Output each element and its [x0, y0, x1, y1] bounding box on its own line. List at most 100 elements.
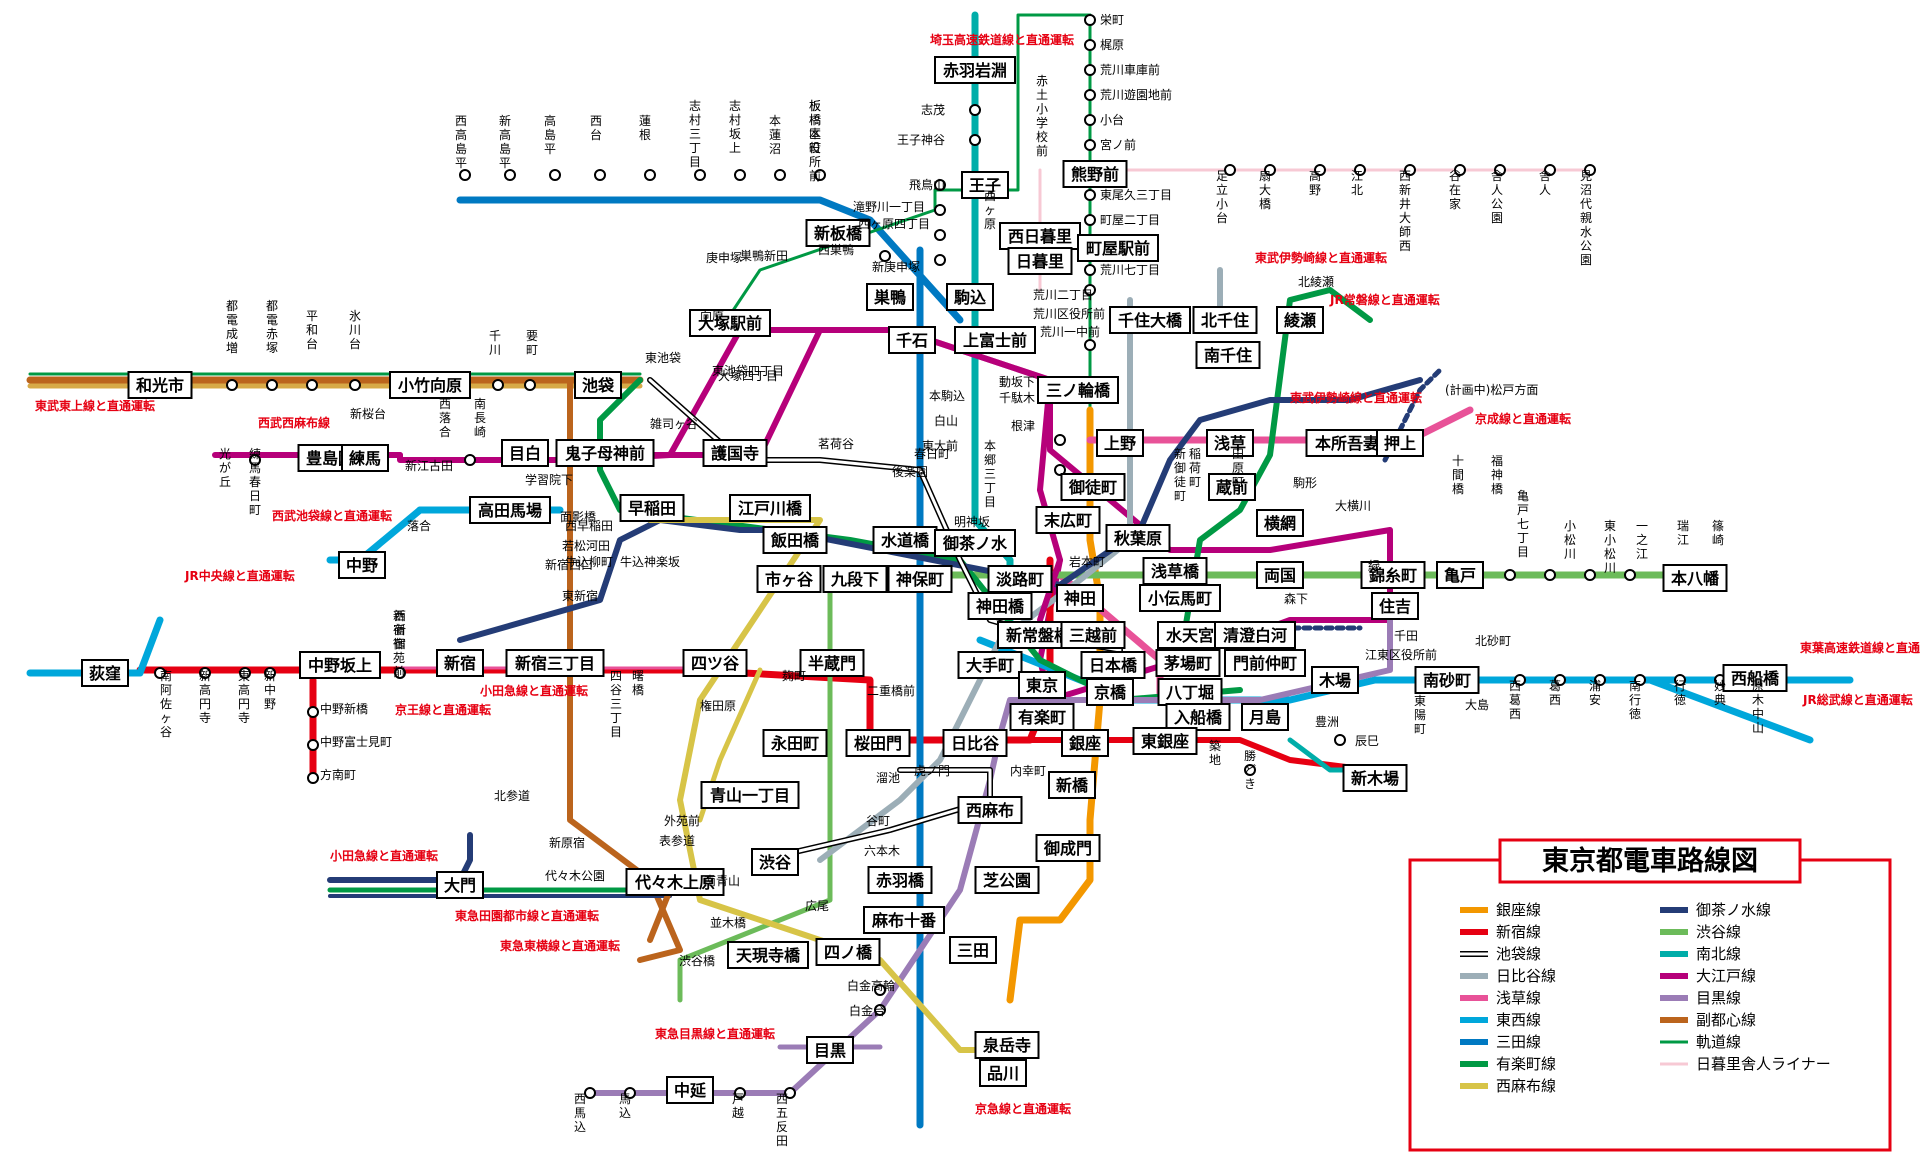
boxed-station-label: 中延 [674, 1081, 707, 1100]
boxed-station-label: 有楽町 [1018, 708, 1066, 727]
station-label: 新宿西口 [545, 557, 593, 572]
boxed-station: 三田 [949, 936, 997, 964]
station-label: 明神坂 [954, 515, 990, 529]
station-label: 扇大橋 [1259, 168, 1271, 211]
legend-label: 三田線 [1496, 1033, 1541, 1051]
boxed-station-label: 御成門 [1043, 839, 1092, 858]
boxed-station: 大門 [436, 871, 484, 899]
boxed-station-label: 茅場町 [1164, 654, 1212, 673]
station-label: 千田 [1394, 629, 1418, 643]
station-label: 西落合 [439, 397, 451, 439]
boxed-station-label: 練馬 [349, 449, 381, 468]
station-label: 谷町 [866, 814, 890, 828]
through-service-note: JR常磐線と直通運転 [1329, 292, 1440, 307]
station-label: 志村坂上 [729, 99, 741, 155]
boxed-station-label: 神田 [1064, 589, 1096, 608]
station-label: 権田原 [700, 698, 736, 713]
boxed-station-label: 水道橋 [881, 531, 930, 550]
boxed-station: 門前仲町 [1224, 649, 1306, 677]
boxed-station: 南砂町 [1414, 666, 1480, 694]
station-label: 四谷三丁目 [610, 669, 622, 739]
boxed-station: 銀座 [1061, 729, 1109, 757]
legend-label: 軌道線 [1696, 1033, 1741, 1051]
legend-entry: 西麻布線 [1460, 1077, 1556, 1095]
boxed-station-label: 横網 [1264, 514, 1296, 533]
boxed-station-label: 芝公園 [983, 871, 1031, 890]
boxed-station: 王子 [961, 171, 1009, 199]
station-label: 王子神谷 [897, 133, 945, 147]
through-service-notes: 埼玉高速鉄道線と直通運転東武伊勢崎線と直通運転JR常磐線と直通運転東武東上線と直… [35, 32, 1920, 1116]
small-station-labels: 栄町梶原荒川車庫前荒川遊園地前小台宮ノ前東尾久三丁目町屋二丁目荒川七丁目荒川二丁… [160, 13, 1764, 1148]
boxed-station-label: 天現寺橋 [736, 946, 801, 965]
boxed-station-label: 両国 [1264, 566, 1296, 585]
station-label: 妙典 [1714, 679, 1726, 707]
through-service-note: 京成線と直通運転 [1475, 411, 1571, 426]
boxed-station: 西船橋 [1722, 664, 1788, 692]
boxed-station: 駒込 [946, 283, 994, 311]
boxed-station: 赤羽岩淵 [934, 56, 1016, 84]
station-label: 東高円寺 [238, 669, 250, 725]
boxed-station: 上野 [1096, 429, 1144, 457]
station-label: 緑 [1368, 558, 1380, 573]
station-label: 瑞江 [1677, 519, 1689, 547]
boxed-station-label: 八丁堀 [1165, 683, 1214, 702]
station-label: 南阿佐ヶ谷 [160, 668, 172, 739]
boxed-station: 赤羽橋 [867, 866, 933, 894]
boxed-station: 住吉 [1371, 592, 1419, 620]
boxed-station: 鬼子母神前 [555, 439, 655, 467]
boxed-station-label: 御徒町 [1068, 478, 1117, 497]
station-label: 森下 [1284, 591, 1308, 606]
boxed-station: 護国寺 [702, 439, 768, 467]
station-label: 本駒込 [929, 389, 965, 403]
station-label: 中野富士見町 [320, 734, 392, 749]
legend-label: 副都心線 [1696, 1011, 1756, 1029]
legend-entry: 銀座線 [1460, 901, 1541, 919]
station-label: 舎人 [1539, 169, 1551, 197]
boxed-station-label: 錦糸町 [1369, 566, 1417, 585]
boxed-station: 押上 [1376, 429, 1424, 457]
boxed-station-label: 新宿三丁目 [515, 654, 595, 673]
station-label: 表参道 [659, 833, 695, 848]
boxed-station-label: 鬼子母神前 [565, 444, 645, 463]
legend-entry: 有楽町線 [1460, 1055, 1556, 1073]
station-label: 平和台 [306, 309, 318, 351]
boxed-station: 品川 [979, 1059, 1027, 1087]
boxed-station: 御徒町 [1060, 473, 1126, 501]
boxed-station: 早稲田 [619, 494, 685, 522]
station-label: 並木橋 [710, 916, 746, 930]
boxed-station: 新板橋 [805, 219, 871, 247]
boxed-station-label: 桜田門 [854, 734, 902, 753]
station-label: 新原宿 [549, 835, 585, 850]
legend-label: 有楽町線 [1496, 1055, 1556, 1073]
boxed-station: 中延 [666, 1076, 714, 1104]
boxed-station: 新宿 [436, 649, 484, 677]
station-label: 渋谷橋 [679, 954, 715, 968]
station-label: 板橋区役所前 [809, 99, 821, 183]
boxed-station: 江戸川橋 [729, 494, 811, 522]
station-label: 十間橋 [1452, 454, 1464, 496]
station-label: 白金高輪 [847, 978, 895, 993]
boxed-station-label: 赤羽岩淵 [943, 61, 1007, 80]
boxed-station: 荻窪 [81, 659, 129, 687]
boxed-station-label: 御茶ノ水 [942, 534, 1008, 553]
station-label: 小松川 [1564, 519, 1576, 561]
boxed-station-label: 青山一丁目 [710, 786, 790, 805]
boxed-station: 三越前 [1060, 621, 1126, 649]
boxed-station: 水道橋 [872, 526, 938, 554]
legend-entry: 副都心線 [1660, 1011, 1756, 1029]
station-label: 豊洲 [1315, 715, 1339, 729]
boxed-station-label: 末広町 [1044, 511, 1092, 530]
boxed-station-label: 市ヶ谷 [765, 570, 814, 589]
boxed-station: 新橋 [1048, 771, 1096, 799]
boxed-station-label: 千住大橋 [1118, 311, 1183, 330]
legend-label: 大江戸線 [1696, 967, 1756, 985]
station-label: 駒形 [1293, 476, 1317, 490]
boxed-station: 神田 [1056, 584, 1104, 612]
boxed-station: 淡路町 [987, 565, 1053, 593]
station-label: 西葛西 [1509, 679, 1521, 721]
boxed-station-label: 護国寺 [711, 444, 759, 463]
station-label: 荒川車庫前 [1100, 62, 1160, 77]
boxed-station: 千住大橋 [1109, 306, 1191, 334]
station-label: 志村三丁目 [689, 99, 701, 169]
